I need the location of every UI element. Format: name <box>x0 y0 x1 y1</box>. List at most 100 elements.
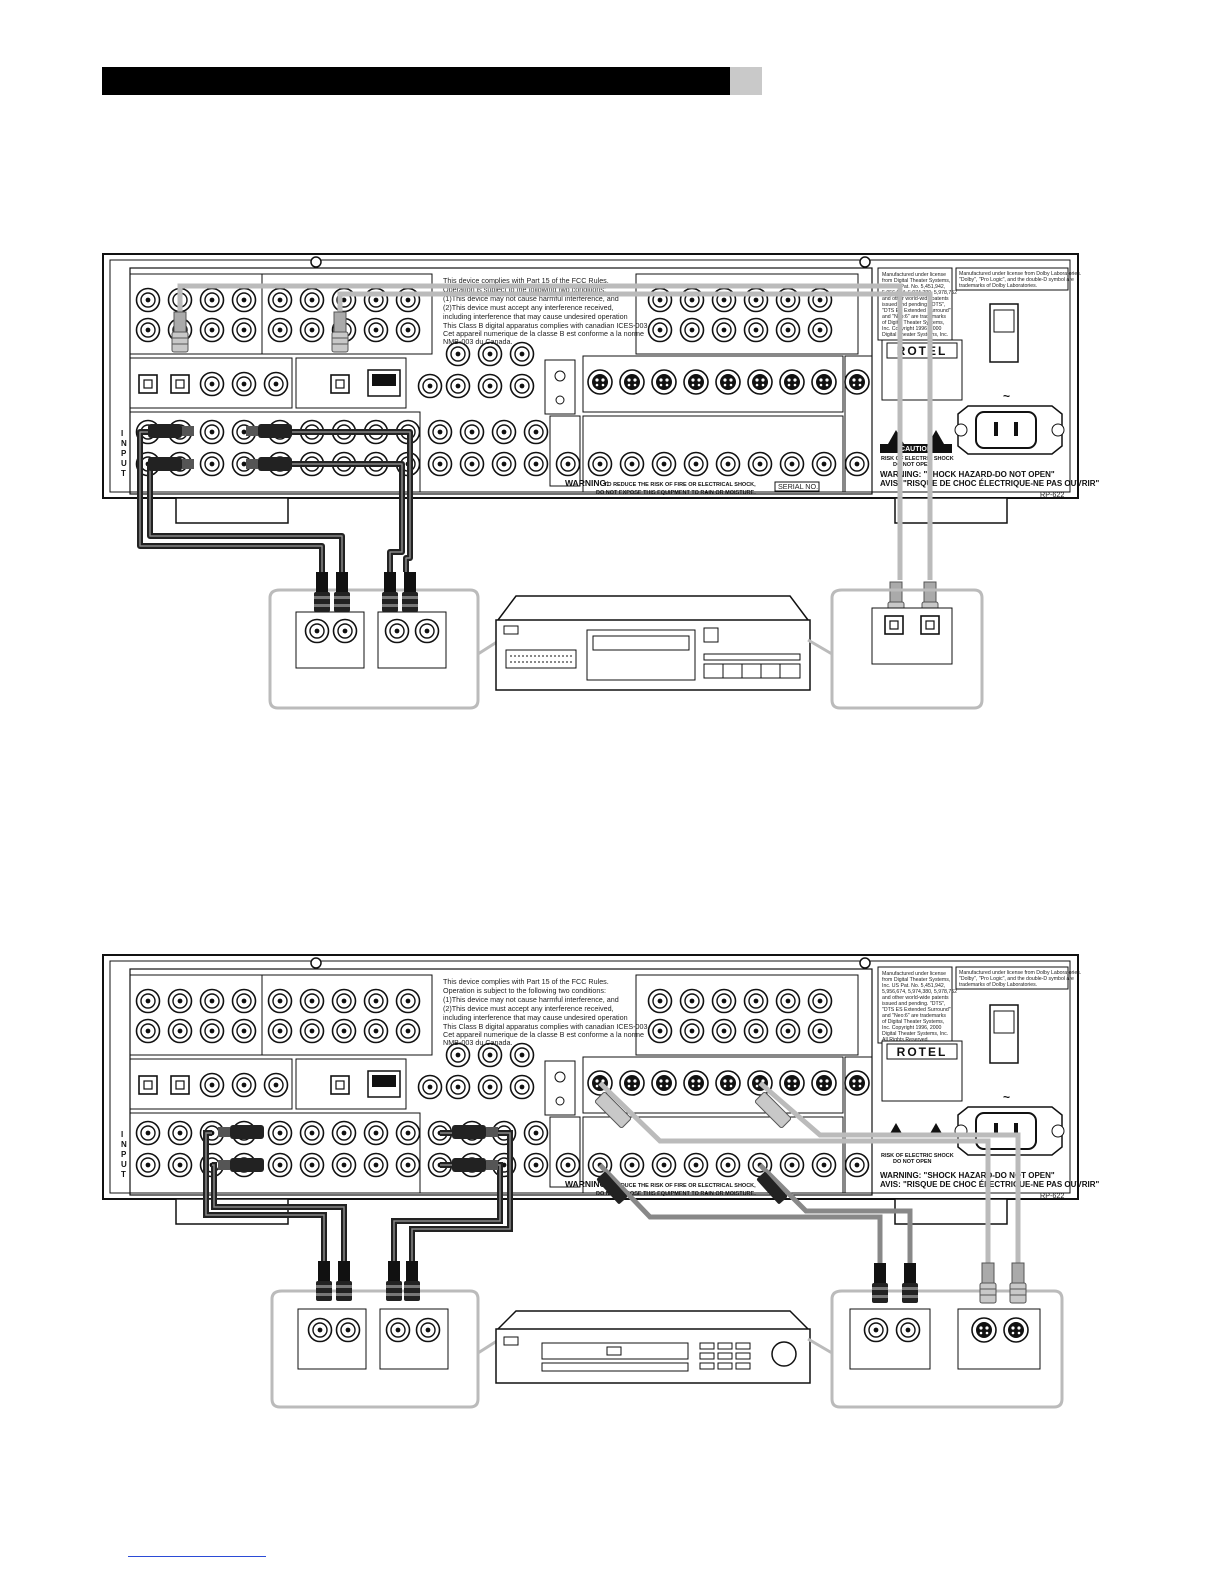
diagram-dvd-player-connection: I N P U T This device complies with Part… <box>102 954 1100 1409</box>
screw-icon <box>555 395 565 405</box>
warning-en: WARNING: "SHOCK HAZARD-DO NOT OPEN" <box>880 470 1055 479</box>
svg-text:P: P <box>121 1150 127 1159</box>
warning-fr: AVIS: "RISQUE DE CHOC ÉLECTRIQUE-NE PAS … <box>880 479 1100 488</box>
svg-text:I: I <box>121 429 123 438</box>
remote-box <box>544 359 576 415</box>
video-cables <box>598 1163 913 1263</box>
dts-license: Manufactured under license from Digital … <box>877 267 957 341</box>
ac-symbol: ~ <box>1003 389 1010 403</box>
svg-text:and other world-wide patents: and other world-wide patents <box>882 296 949 302</box>
svg-text:NMB-003 du Canada.: NMB-003 du Canada. <box>443 337 513 346</box>
svg-text:CAUTION: CAUTION <box>900 446 932 453</box>
ethernet-port <box>367 369 401 397</box>
remote-box <box>544 1060 576 1116</box>
s-video-cables <box>598 1081 1021 1263</box>
svg-text:"DTS ES Extended Surround": "DTS ES Extended Surround" <box>882 308 951 314</box>
svg-text:T: T <box>121 1170 126 1179</box>
svg-text:(2)This device must accept any: (2)This device must accept any interfere… <box>443 1004 614 1013</box>
video-output-callout <box>807 1262 1064 1409</box>
svg-text:RP-622: RP-622 <box>1040 1191 1064 1200</box>
header-tab <box>730 67 762 95</box>
diagram-cd-player-connection: I N P U T This device complies with Part… <box>102 253 1100 710</box>
screw-icon <box>310 256 322 268</box>
svg-text:This device complies with Part: This device complies with Part 15 of the… <box>443 276 609 285</box>
footer-link-underline <box>128 1556 266 1557</box>
s-video-jacks <box>587 1070 870 1096</box>
svg-text:from Digital Theater Systems,: from Digital Theater Systems, <box>882 278 950 284</box>
svg-text:N: N <box>121 1140 127 1149</box>
svg-text:(1)This device may not cause h: (1)This device may not cause harmful int… <box>443 294 619 303</box>
serial-box <box>774 481 820 492</box>
warning-en: WARNING: "SHOCK HAZARD-DO NOT OPEN" <box>880 1171 1055 1180</box>
svg-text:Digital Theater Systems, Inc.: Digital Theater Systems, Inc. <box>882 332 948 338</box>
svg-text:RISK OF ELECTRIC SHOCK: RISK OF ELECTRIC SHOCK <box>881 456 954 462</box>
svg-text:N: N <box>121 439 127 448</box>
svg-text:including interference that ma: including interference that may cause un… <box>443 312 628 321</box>
dts-license: Manufactured under license from Digital … <box>877 966 957 1044</box>
svg-text:Digital Theater Systems, Inc.: Digital Theater Systems, Inc. <box>882 1031 948 1037</box>
svg-text:and "Neo:6" are trademarks: and "Neo:6" are trademarks <box>882 1013 946 1019</box>
dvd-player <box>495 1310 811 1384</box>
screw-icon <box>859 957 871 969</box>
svg-text:(2)This device must accept any: (2)This device must accept any interfere… <box>443 303 614 312</box>
svg-text:ROTEL: ROTEL <box>897 344 948 358</box>
s-video-jacks <box>587 369 870 395</box>
svg-text:SERIAL NO.: SERIAL NO. <box>778 482 818 491</box>
rca-plugs-receiver <box>218 1125 498 1172</box>
screw-icon <box>555 1096 565 1106</box>
dolby-license: Manufactured under license from Dolby La… <box>955 267 1081 291</box>
svg-text:Manufactured under license: Manufactured under license <box>882 272 946 278</box>
ethernet-port <box>367 1070 401 1098</box>
screw-icon <box>554 1071 566 1083</box>
svg-text:"Dolby", "Pro Logic", and the: "Dolby", "Pro Logic", and the double-D s… <box>959 976 1074 982</box>
screw-icon <box>554 370 566 382</box>
svg-text:"DTS ES Extended Surround": "DTS ES Extended Surround" <box>882 1007 951 1013</box>
svg-text:TO REDUCE THE RISK OF FIRE OR: TO REDUCE THE RISK OF FIRE OR ELECTRICAL… <box>604 482 756 488</box>
svg-text:RP-622: RP-622 <box>1040 490 1064 499</box>
svg-text:of Digital Theater Systems,: of Digital Theater Systems, <box>882 320 944 326</box>
input-label: I N P U T <box>121 429 127 478</box>
input-label: I N P U T <box>121 1130 127 1179</box>
svg-text:Inc. US Pat. No. 5,451,942,: Inc. US Pat. No. 5,451,942, <box>882 284 945 290</box>
svg-text:of Digital Theater Systems,: of Digital Theater Systems, <box>882 1019 944 1025</box>
svg-text:P: P <box>121 449 127 458</box>
svg-text:Manufactured under license: Manufactured under license <box>882 971 946 977</box>
svg-text:DO NOT EXPOSE THIS EQUIPMENT T: DO NOT EXPOSE THIS EQUIPMENT TO RAIN OR … <box>596 1191 756 1197</box>
svg-text:This Class B digital apparatus: This Class B digital apparatus complies … <box>443 321 650 330</box>
svg-text:DO NOT EXPOSE THIS EQUIPMENT T: DO NOT EXPOSE THIS EQUIPMENT TO RAIN OR … <box>596 490 756 496</box>
video-plugs-receiver <box>596 1172 788 1204</box>
svg-text:"Dolby", "Pro Logic", and the: "Dolby", "Pro Logic", and the double-D s… <box>959 277 1074 283</box>
ac-power-socket <box>954 1106 1065 1156</box>
svg-text:Inc. Copyright 1996, 2000: Inc. Copyright 1996, 2000 <box>882 1025 942 1031</box>
svg-text:RISK OF ELECTRIC SHOCK: RISK OF ELECTRIC SHOCK <box>881 1153 954 1159</box>
svg-text:trademarks of Dolby Laboratori: trademarks of Dolby Laboratories. <box>959 283 1037 289</box>
screw-icon <box>859 256 871 268</box>
svg-text:issued and pending. "DTS",: issued and pending. "DTS", <box>882 302 945 308</box>
svg-text:from Digital Theater Systems,: from Digital Theater Systems, <box>882 977 950 983</box>
dolby-license: Manufactured under license from Dolby La… <box>955 966 1081 990</box>
warning-fire-label: WARNING: <box>565 1179 609 1189</box>
svg-text:ROTEL: ROTEL <box>897 1045 948 1059</box>
svg-text:Inc. Copyright 1996, 2000: Inc. Copyright 1996, 2000 <box>882 326 942 332</box>
svg-text:TO REDUCE THE RISK OF FIRE OR: TO REDUCE THE RISK OF FIRE OR ELECTRICAL… <box>604 1183 756 1189</box>
svg-text:5,956,674, 5,974,380, 5,978,76: 5,956,674, 5,974,380, 5,978,762 <box>882 989 957 995</box>
svg-text:(1)This device may not cause h: (1)This device may not cause harmful int… <box>443 995 619 1004</box>
svg-text:trademarks of Dolby Laboratori: trademarks of Dolby Laboratories. <box>959 982 1037 988</box>
fcc-notice: This device complies with Part 15 of the… <box>443 276 650 346</box>
svg-text:Cet appareil numerique de la c: Cet appareil numerique de la classe B es… <box>443 329 644 338</box>
svg-text:Manufactured under license fro: Manufactured under license from Dolby La… <box>959 970 1081 976</box>
brand-logo: ROTEL <box>881 1040 963 1102</box>
analog-output-callout <box>268 572 501 710</box>
svg-text:Manufactured under license fro: Manufactured under license from Dolby La… <box>959 271 1081 277</box>
header-bar <box>102 67 730 95</box>
brand-logo: ROTEL <box>881 339 963 401</box>
svg-text:and "Neo:6" are trademarks: and "Neo:6" are trademarks <box>882 314 946 320</box>
warning-fire-label: WARNING: <box>565 478 609 488</box>
svg-text:including interference that ma: including interference that may cause un… <box>443 1013 628 1022</box>
svg-text:DO NOT OPEN: DO NOT OPEN <box>893 462 932 468</box>
analog-cables <box>203 1130 513 1261</box>
s-video-plugs-receiver <box>594 1091 792 1129</box>
analog-output-callout <box>270 1261 501 1409</box>
svg-text:I: I <box>121 1130 123 1139</box>
fcc-notice: This device complies with Part 15 of the… <box>443 977 650 1047</box>
